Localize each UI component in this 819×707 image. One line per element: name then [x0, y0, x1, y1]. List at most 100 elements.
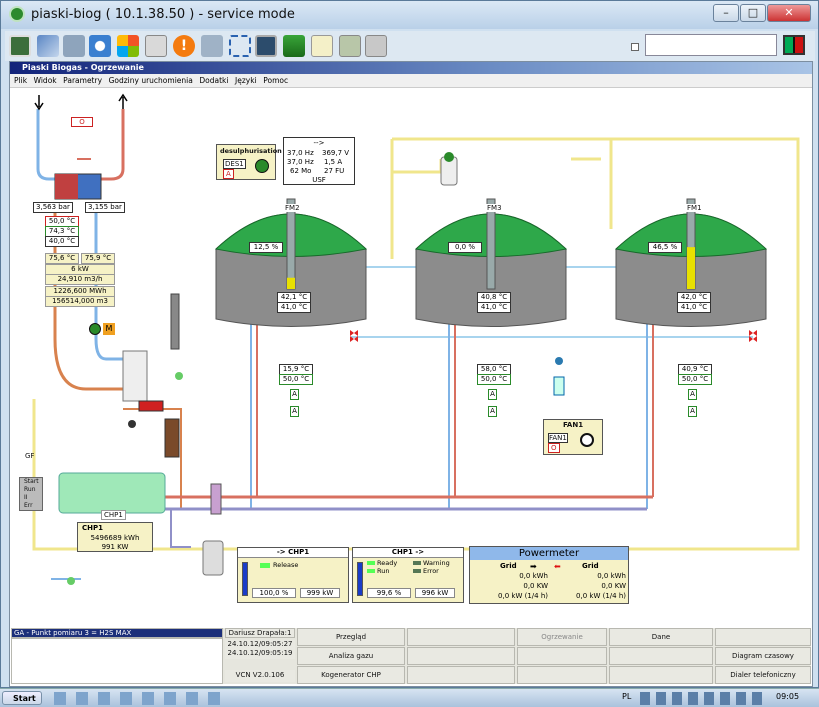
windows-flag-icon[interactable]: [117, 35, 139, 57]
lamp-err: Err: [24, 502, 33, 509]
tank-temp-bottom-fm1: 41,0 °C: [677, 302, 711, 313]
usf-panel[interactable]: --> 37,0 Hz 369,7 V 37,0 Hz 1,5 A 62 Mo …: [283, 137, 355, 185]
fan-panel[interactable]: FAN1 FAN1 O: [543, 419, 603, 455]
temp-3: 40,0 °C: [45, 236, 79, 247]
tank-fill-fm3: 0,0 %: [448, 242, 482, 253]
chat-icon[interactable]: [365, 35, 387, 57]
chp-output-panel[interactable]: CHP1 -> Ready Run Warning Error 99,6 % 9…: [352, 547, 464, 603]
nav-overview-button[interactable]: Przegląd: [297, 628, 405, 646]
powermeter-col1: Grid: [500, 562, 517, 570]
alert-icon[interactable]: !: [173, 35, 195, 57]
chp-output-percent: 99,6 %: [367, 588, 411, 598]
monitor-icon[interactable]: [9, 35, 31, 57]
chp-input-bar: [242, 562, 248, 596]
alarm-list[interactable]: [11, 638, 223, 684]
option-checkbox[interactable]: [631, 43, 639, 51]
nav-blank-6[interactable]: [407, 666, 515, 684]
pm-r2c2: 0,0 KW: [601, 582, 626, 590]
keyboard-icon[interactable]: [145, 35, 167, 57]
nav-blank-1[interactable]: [407, 628, 515, 646]
windows-icon[interactable]: [37, 35, 59, 57]
start-label: Start: [13, 694, 36, 703]
alarm-message[interactable]: GA - Punkt pomiaru 3 = H2S MAX: [11, 628, 223, 638]
user-label: Dariusz Drapała:1: [225, 628, 295, 638]
timestamp-2: 24.10.12/09:05:19: [225, 649, 295, 659]
pm-r3c1: 0,0 kW (1/4 h): [498, 592, 548, 600]
run-label: Run: [377, 567, 390, 575]
tank-temp-bottom-fm2: 41,0 °C: [277, 302, 311, 313]
nav-blank-8[interactable]: [609, 666, 713, 684]
usf-r2c2: 1,5 A: [324, 158, 343, 166]
pressure-right: 3,155 bar: [85, 202, 125, 213]
language-indicator[interactable]: PL: [622, 692, 632, 701]
chp-input-power: 999 kW: [300, 588, 340, 598]
supply-left-temp: 75,6 °C: [45, 253, 79, 264]
taskbar-app-icons[interactable]: [54, 692, 224, 705]
nav-data-button[interactable]: Dane: [609, 628, 713, 646]
tools-icon[interactable]: [63, 35, 85, 57]
nav-blank-2[interactable]: [715, 628, 811, 646]
menu-help[interactable]: Pomoc: [263, 76, 289, 85]
nav-blank-3[interactable]: [407, 647, 515, 665]
warning-lamp: [413, 561, 421, 565]
menu-languages[interactable]: Języki: [235, 76, 257, 85]
nav-blank-7[interactable]: [517, 666, 607, 684]
nav-blank-4[interactable]: [517, 647, 607, 665]
nav-time-diagram-button[interactable]: Diagram czasowy: [715, 647, 811, 665]
download-icon[interactable]: [283, 35, 305, 57]
powermeter-title: Powermeter: [470, 547, 628, 560]
pump-icon[interactable]: [89, 323, 101, 335]
tank-fill-fm2: 12,5 %: [249, 242, 283, 253]
pump-mode[interactable]: M: [103, 323, 115, 335]
fan-title: FAN1: [562, 421, 584, 429]
desulphurisation-panel[interactable]: desulphurisation DES1 A: [216, 144, 282, 180]
chp-input-panel[interactable]: -> CHP1 Release 100,0 % 999 kW: [237, 547, 349, 603]
menu-view[interactable]: Widok: [33, 76, 57, 85]
desulph-state[interactable]: A: [223, 169, 234, 179]
valve-state-fm1-a[interactable]: A: [688, 389, 697, 400]
start-button[interactable]: Start: [2, 691, 42, 705]
tank-level-fill-fm2: [287, 277, 295, 289]
map-icon[interactable]: [339, 35, 361, 57]
fullscreen-icon[interactable]: [229, 35, 251, 57]
chp-power: 991 KW: [101, 543, 129, 551]
minimize-button[interactable]: –: [713, 4, 739, 22]
fan-state[interactable]: O: [548, 443, 560, 453]
notepad-icon[interactable]: [311, 35, 333, 57]
valve-state-fm3-a[interactable]: A: [488, 389, 497, 400]
chp-output-bar: [357, 562, 363, 596]
input-field[interactable]: [645, 34, 777, 56]
chp-info-panel[interactable]: CHP1 5496689 kWh 991 KW: [77, 522, 153, 552]
nav-chp-button[interactable]: Kogenerator CHP: [297, 666, 405, 684]
maximize-button[interactable]: □: [740, 4, 766, 22]
chp-energy: 5496689 kWh: [90, 534, 140, 542]
tray-icons[interactable]: [640, 692, 768, 705]
app-icon: [9, 6, 25, 22]
inner-window: Piaski Biogas - Ogrzewanie Plik Widok Pa…: [9, 61, 813, 696]
screen-icon[interactable]: [255, 35, 277, 57]
refresh-icon[interactable]: [89, 35, 111, 57]
valve-state-fm2-a[interactable]: A: [290, 389, 299, 400]
menu-operating-hours[interactable]: Godziny uruchomienia: [108, 76, 193, 85]
run-lamp: [367, 569, 375, 573]
menu-file[interactable]: Plik: [14, 76, 28, 85]
nav-blank-5[interactable]: [609, 647, 713, 665]
gf-label: GF: [25, 452, 35, 460]
powermeter-panel[interactable]: Powermeter Grid ➡ ⬅ Grid 0,0 kWh 0,0 kWh…: [469, 546, 629, 604]
menu-extras[interactable]: Dodatki: [199, 76, 229, 85]
close-button[interactable]: ✕: [767, 4, 811, 22]
version-label: VCN V2.0.106: [225, 670, 295, 682]
process-diagram: O 3,563 bar 3,155 bar 50,0 °C 74,3 °C 40…: [11, 89, 811, 629]
valve-state-fm1-b[interactable]: A: [688, 406, 697, 417]
pm-r2c1: 0,0 KW: [523, 582, 548, 590]
nav-phone-dialer-button[interactable]: Dialer telefoniczny alarmowy: [715, 666, 811, 696]
inner-window-title: Piaski Biogas - Ogrzewanie: [10, 62, 812, 74]
valve-state[interactable]: O: [71, 117, 93, 127]
network-error-icon[interactable]: [201, 35, 223, 57]
desulph-fan-icon: [255, 159, 269, 173]
valve-state-fm2-b[interactable]: A: [290, 406, 299, 417]
nav-heating-button[interactable]: Ogrzewanie: [517, 628, 607, 646]
nav-gas-analysis-button[interactable]: Analiza gazu: [297, 647, 405, 665]
valve-state-fm3-b[interactable]: A: [488, 406, 497, 417]
menu-parameters[interactable]: Parametry: [63, 76, 103, 85]
